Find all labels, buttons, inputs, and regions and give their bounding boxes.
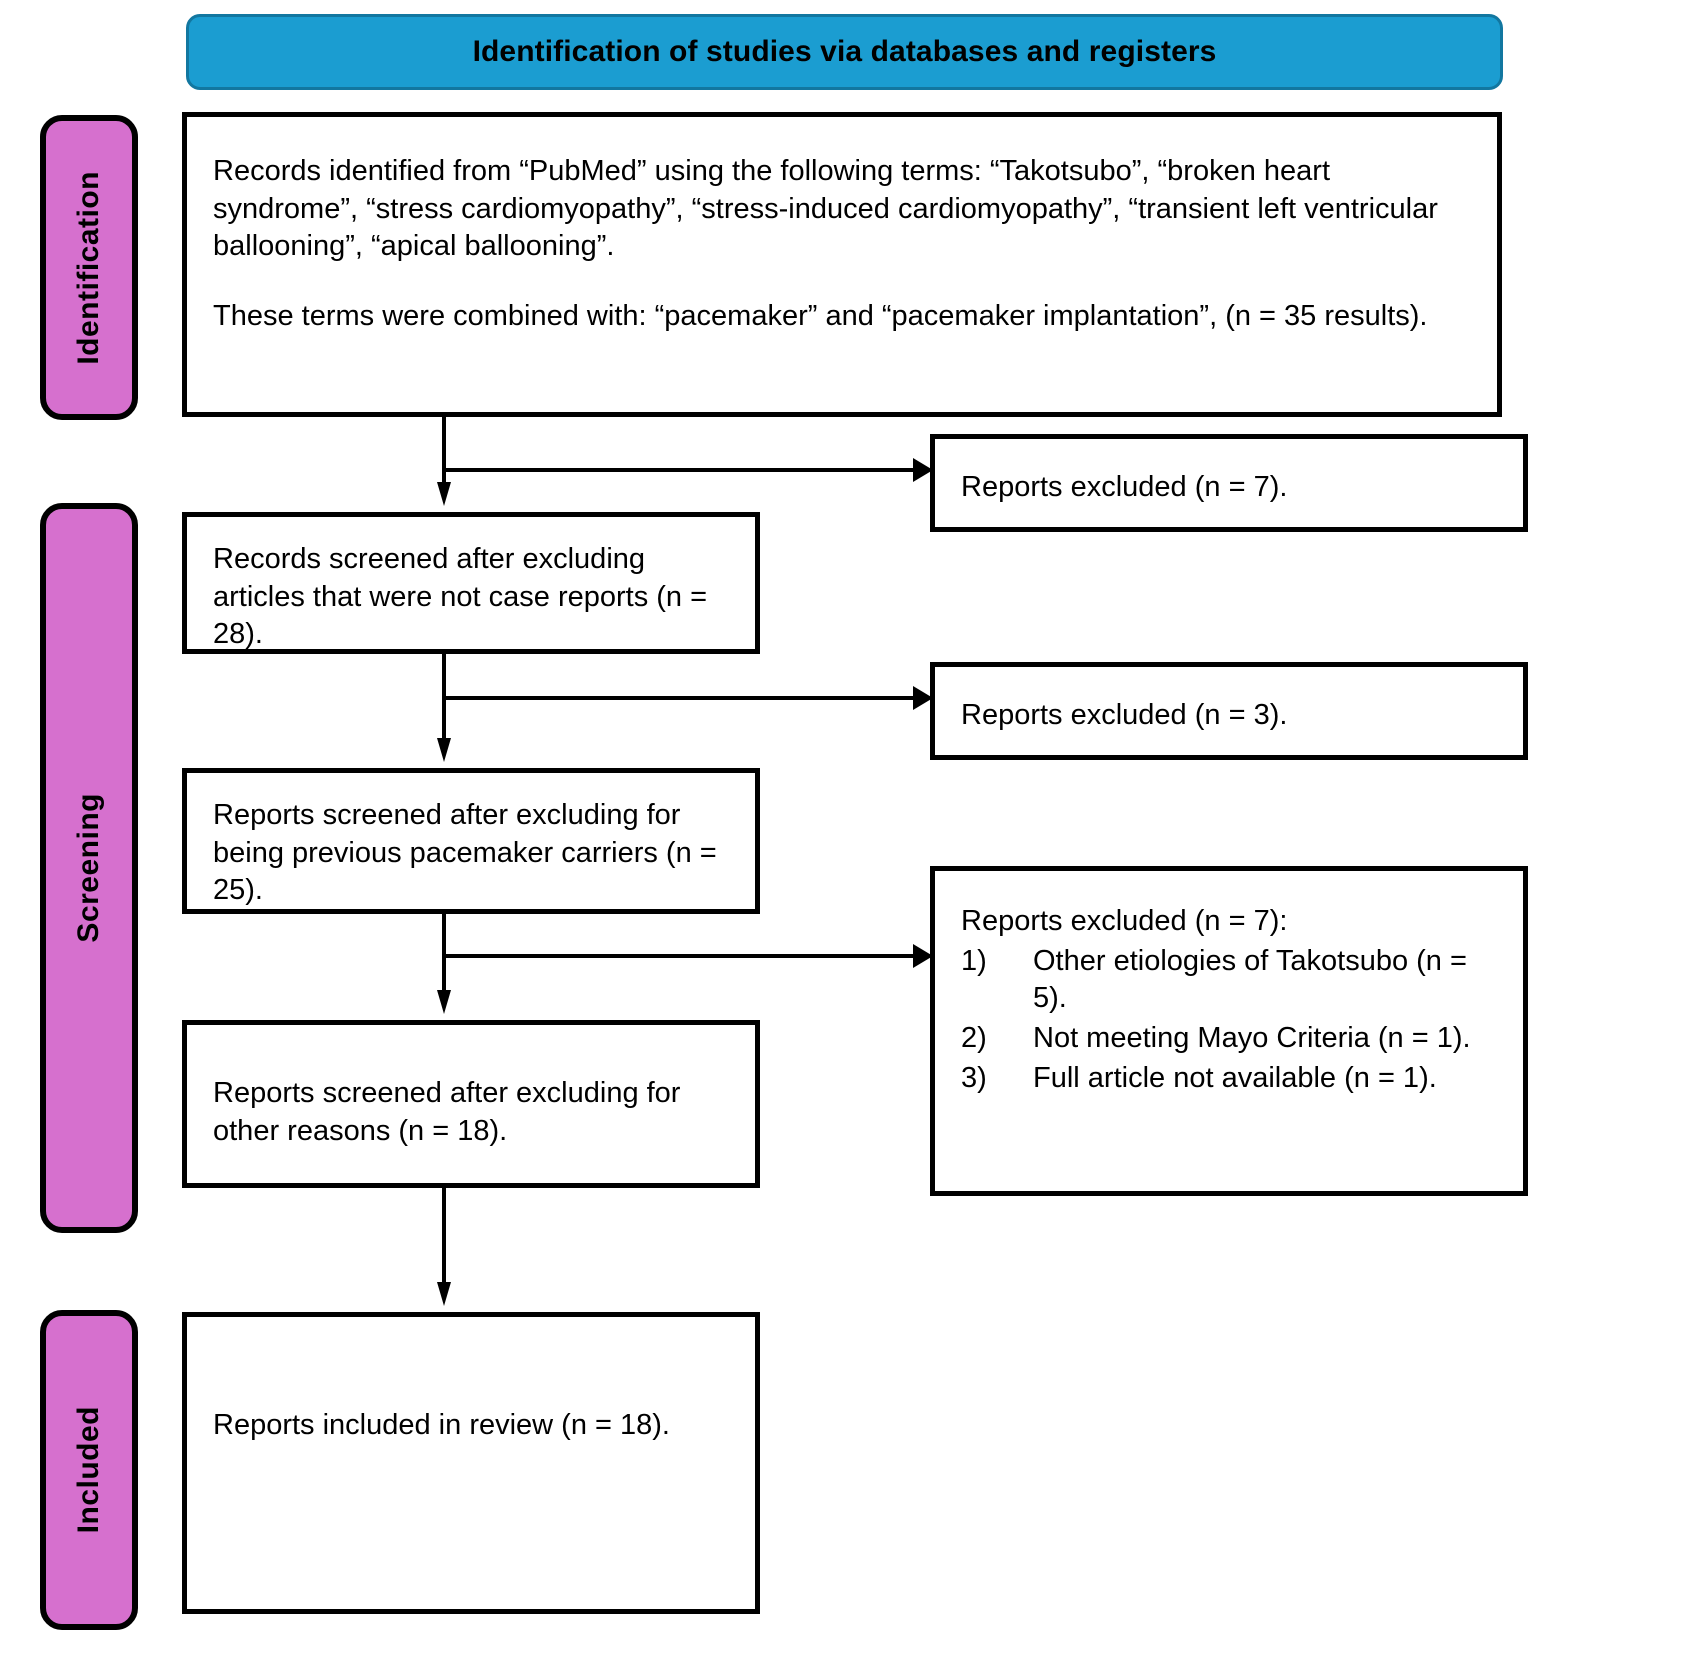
list-item: 1) Other etiologies of Takotsubo (n = 5)… bbox=[961, 943, 1497, 1018]
reason-text: Other etiologies of Takotsubo (n = 5). bbox=[1033, 944, 1467, 1015]
records-identified-paragraph-1: Records identified from “PubMed” using t… bbox=[213, 155, 1438, 263]
reports-included-text: Reports included in review (n = 18). bbox=[213, 1409, 670, 1441]
reports-excluded-3-heading: Reports excluded (n = 7): bbox=[961, 905, 1288, 937]
box-reports-screened-pacemaker: Reports screened after excluding for bei… bbox=[182, 768, 760, 914]
connector-other-to-included bbox=[437, 1188, 451, 1306]
list-item: 3) Full article not available (n = 1). bbox=[961, 1060, 1497, 1098]
reason-text: Not meeting Mayo Criteria (n = 1). bbox=[1033, 1022, 1471, 1055]
reason-number: 3) bbox=[961, 1061, 987, 1094]
exclusion-reason-list: 1) Other etiologies of Takotsubo (n = 5)… bbox=[961, 943, 1497, 1098]
stage-label-identification: Identification bbox=[40, 115, 138, 420]
page-title: Identification of studies via databases … bbox=[186, 14, 1503, 90]
reason-number: 1) bbox=[961, 944, 987, 977]
stage-label-included-text: Included bbox=[72, 1406, 105, 1534]
box-reports-excluded-1: Reports excluded (n = 7). bbox=[930, 434, 1528, 532]
connector-identified-to-records-screened bbox=[437, 417, 933, 506]
stage-label-identification-text: Identification bbox=[72, 170, 105, 365]
connector-reports-to-other-reasons bbox=[437, 914, 933, 1014]
stage-label-included: Included bbox=[40, 1310, 138, 1630]
records-screened-text: Records screened after excluding article… bbox=[213, 543, 708, 651]
box-records-screened: Records screened after excluding article… bbox=[182, 512, 760, 654]
reports-excluded-1-text: Reports excluded (n = 7). bbox=[961, 471, 1288, 503]
records-identified-paragraph-2: These terms were combined with: “pacemak… bbox=[213, 300, 1428, 333]
reason-text: Full article not available (n = 1). bbox=[1033, 1061, 1437, 1094]
box-reports-excluded-2: Reports excluded (n = 3). bbox=[930, 662, 1528, 760]
stage-label-screening: Screening bbox=[40, 503, 138, 1233]
reason-number: 2) bbox=[961, 1022, 987, 1055]
reports-screened-pacemaker-text: Reports screened after excluding for bei… bbox=[213, 799, 717, 907]
connector-records-to-reports-screened bbox=[437, 654, 933, 762]
box-reports-screened-other-reasons: Reports screened after excluding for oth… bbox=[182, 1020, 760, 1188]
box-reports-excluded-3: Reports excluded (n = 7): 1) Other etiol… bbox=[930, 866, 1528, 1196]
stage-label-screening-text: Screening bbox=[72, 793, 105, 943]
reports-screened-other-text: Reports screened after excluding for oth… bbox=[213, 1077, 681, 1147]
reports-excluded-2-text: Reports excluded (n = 3). bbox=[961, 699, 1288, 731]
list-item: 2) Not meeting Mayo Criteria (n = 1). bbox=[961, 1020, 1497, 1058]
box-reports-included: Reports included in review (n = 18). bbox=[182, 1312, 760, 1614]
box-records-identified: Records identified from “PubMed” using t… bbox=[182, 112, 1502, 417]
